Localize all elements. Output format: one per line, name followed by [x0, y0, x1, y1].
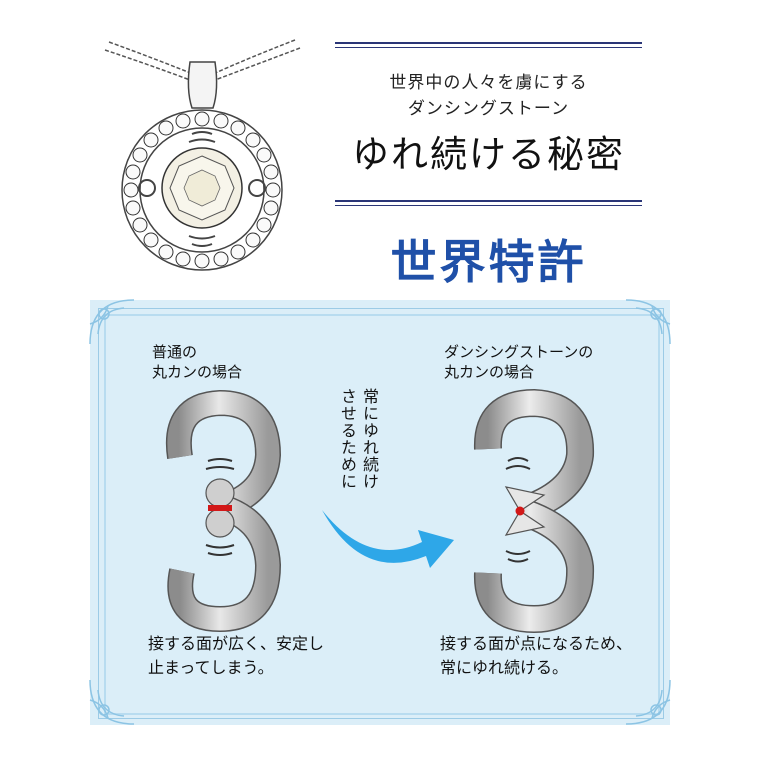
pendant-illustration — [104, 39, 301, 271]
curved-arrow-icon — [322, 510, 454, 568]
ring-clasp-dancing — [473, 388, 595, 634]
ornament-corner-icon — [625, 299, 671, 345]
right-heading-line-2: 丸カンの場合 — [444, 363, 535, 381]
left-caption-line-2: 止まってしまう。 — [148, 658, 274, 677]
patent-heading: 世界特許 — [390, 235, 587, 289]
left-caption-line-1: 接する面が広く、安定し — [148, 634, 325, 653]
ornament-corner-icon — [89, 299, 135, 345]
bottom-rule — [335, 200, 642, 206]
left-heading-line-2: 丸カンの場合 — [152, 363, 243, 381]
left-heading-line-1: 普通の — [152, 343, 198, 361]
panel-frame — [98, 308, 664, 719]
ring-clasp-normal — [165, 389, 282, 633]
ornament-corner-icon — [89, 679, 135, 725]
ornament-corner-icon — [625, 679, 671, 725]
top-rule — [335, 42, 642, 48]
right-heading-line-1: ダンシングストーンの — [444, 343, 594, 361]
tagline-line-2: ダンシングストーン — [407, 99, 570, 119]
tagline-line-1: 世界中の人々を虜にする — [389, 73, 588, 93]
right-caption-line-1: 接する面が点になるため、 — [440, 634, 633, 653]
right-caption-line-2: 常にゆれ続ける。 — [440, 658, 569, 677]
panel-frame-inner — [104, 314, 660, 715]
middle-vertical-line-2: させるために — [338, 388, 357, 490]
explanation-panel — [90, 300, 670, 725]
page-title: ゆれ続ける秘密 — [352, 133, 625, 176]
middle-vertical-line-1: 常にゆれ続け — [360, 388, 379, 490]
